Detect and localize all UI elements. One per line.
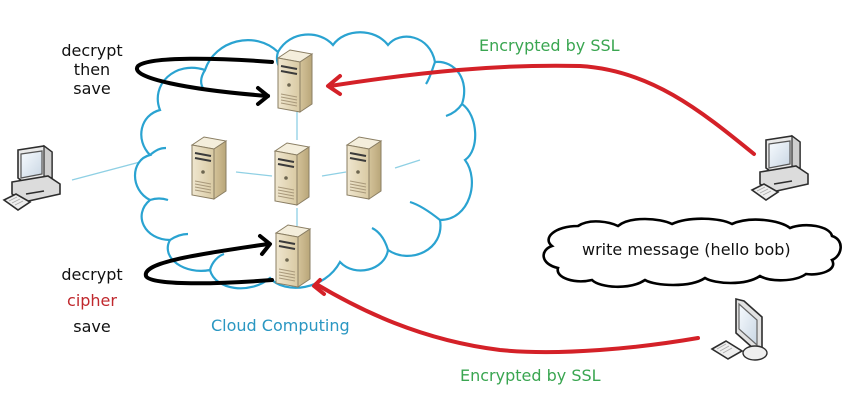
note-bottom-line-3: save (73, 317, 111, 336)
decrypt-loop-top (134, 56, 274, 106)
link-left-client-to-cloud (71, 161, 141, 181)
note-bottom-line-1: decrypt (61, 265, 123, 284)
decrypt-loop-bottom-arrowhead (258, 234, 272, 256)
server-bottom[interactable] (275, 224, 311, 288)
note-bottom-line-2-cipher: cipher (67, 291, 117, 310)
ssl-label-bottom: Encrypted by SSL (460, 366, 601, 385)
bottom-right-client-computer-icon[interactable] (711, 298, 768, 361)
decrypt-loop-top-arrowhead (256, 86, 270, 106)
top-right-client-computer-icon[interactable] (751, 135, 809, 201)
link-left-to-center (235, 171, 273, 177)
decrypt-loop-bottom (143, 234, 274, 286)
ssl-arrow-top (326, 63, 756, 156)
left-client-computer-icon[interactable] (3, 145, 61, 211)
server-top[interactable] (277, 49, 313, 113)
link-right-to-cloud (394, 159, 421, 169)
note-top-line-3: save (73, 79, 111, 98)
message-bubble-outline (542, 217, 842, 289)
network-links (71, 112, 421, 226)
ssl-arrow-bottom (312, 278, 700, 355)
message-bubble-text: write message (hello bob) (582, 240, 791, 259)
ssl-label-top: Encrypted by SSL (479, 36, 620, 55)
cloud-arcs (149, 51, 463, 271)
note-top-decrypt-then-save: decrypt then save (52, 41, 132, 98)
ssl-arrow-bottom-head (312, 278, 326, 296)
note-top-line-2: then (73, 60, 111, 79)
cloud-computing-label: Cloud Computing (211, 316, 350, 335)
ssl-arrow-top-head (326, 74, 342, 96)
server-center[interactable] (274, 142, 310, 206)
note-top-line-1: decrypt (61, 41, 123, 60)
cloud-outline (134, 31, 477, 290)
server-right[interactable] (346, 136, 382, 200)
link-center-to-right (321, 171, 347, 177)
server-left[interactable] (191, 136, 227, 200)
note-bottom-decrypt-cipher-save: decrypt cipher save (52, 262, 132, 340)
